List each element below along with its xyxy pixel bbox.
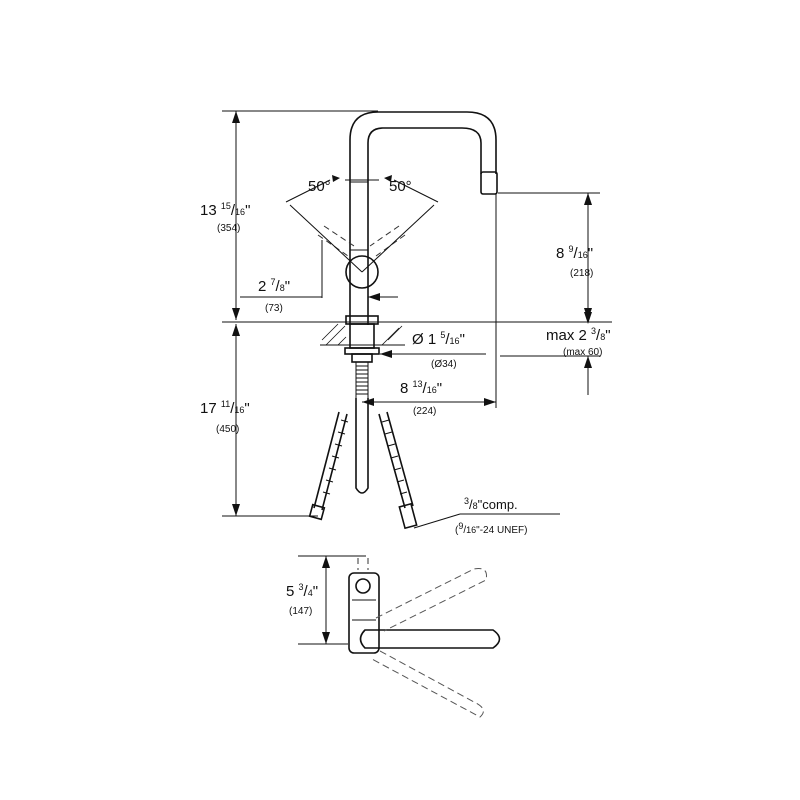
svg-text:8 13/16": 8 13/16" bbox=[400, 379, 442, 397]
svg-text:(73): (73) bbox=[265, 303, 283, 314]
dim-handle-offset: 2 7/8" (73) bbox=[258, 277, 290, 314]
countertop-section bbox=[320, 321, 405, 346]
lever-hub bbox=[345, 255, 379, 289]
connection-spec: 3/8"comp. (9/16"-24 UNEF) bbox=[455, 496, 528, 536]
svg-text:(max 60): (max 60) bbox=[563, 347, 602, 358]
svg-text:Ø 1 5/16": Ø 1 5/16" bbox=[412, 330, 465, 348]
supply-hoses bbox=[308, 411, 418, 530]
faucet-side-elevation bbox=[222, 110, 612, 530]
svg-text:(147): (147) bbox=[289, 606, 312, 617]
svg-text:(9/16"-24 UNEF): (9/16"-24 UNEF) bbox=[455, 521, 528, 536]
dim-hole-diameter: Ø 1 5/16" (Ø34) bbox=[412, 330, 465, 370]
svg-text:5 3/4": 5 3/4" bbox=[286, 582, 318, 600]
svg-text:(354): (354) bbox=[217, 223, 240, 234]
dim-spout-reach: 8 13/16" (224) bbox=[400, 379, 442, 417]
svg-text:(224): (224) bbox=[413, 406, 436, 417]
svg-text:2 7/8": 2 7/8" bbox=[258, 277, 290, 295]
svg-text:8 9/16": 8 9/16" bbox=[556, 244, 593, 262]
svg-text:3/8"comp.: 3/8"comp. bbox=[464, 496, 518, 512]
dim-below-deck: 17 11/16" (450) bbox=[200, 399, 250, 435]
angle-right-label: 50° bbox=[389, 178, 412, 195]
angle-left-label: 50° bbox=[308, 178, 331, 195]
svg-text:(450): (450) bbox=[216, 424, 239, 435]
dim-total-height: 13 15/16" (354) bbox=[200, 201, 250, 234]
svg-text:(Ø34): (Ø34) bbox=[431, 359, 457, 370]
dim-spout-height: 8 9/16" (218) bbox=[556, 244, 593, 279]
svg-text:(218): (218) bbox=[570, 268, 593, 279]
svg-text:max 2 3/8": max 2 3/8" bbox=[546, 326, 611, 344]
faucet-top-view bbox=[298, 555, 501, 718]
svg-text:13 15/16": 13 15/16" bbox=[200, 201, 250, 219]
dim-max-deck: max 2 3/8" (max 60) bbox=[546, 326, 611, 358]
dim-top-view-depth: 5 3/4" (147) bbox=[286, 582, 318, 617]
svg-text:17 11/16": 17 11/16" bbox=[200, 399, 250, 417]
